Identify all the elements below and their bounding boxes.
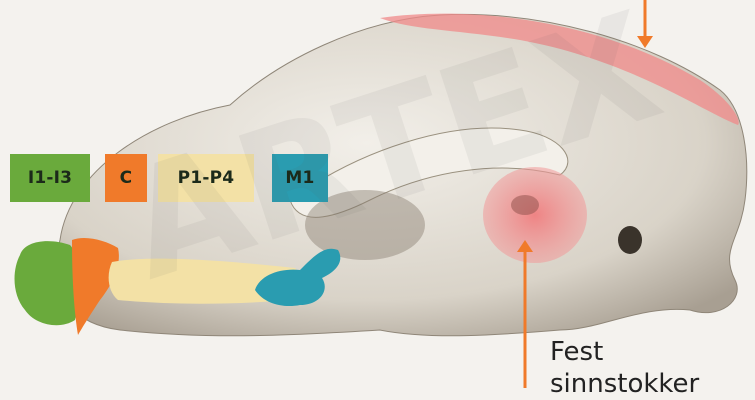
incisors <box>15 241 80 325</box>
ear-highlight <box>483 167 587 263</box>
legend-label-incisor: I1-I3 <box>10 154 90 202</box>
legend-label-molar: M1 <box>272 154 328 202</box>
foramen <box>618 226 642 254</box>
annotation-label: Fest sinnstokker <box>550 336 699 400</box>
arrow-top-head <box>637 36 653 48</box>
ear-opening <box>511 195 539 215</box>
legend-label-canine: C <box>105 154 147 202</box>
annotation-line1: Fest <box>550 336 699 368</box>
annotation-line2: sinnstokker <box>550 368 699 400</box>
legend-label-premolar: P1-P4 <box>158 154 254 202</box>
